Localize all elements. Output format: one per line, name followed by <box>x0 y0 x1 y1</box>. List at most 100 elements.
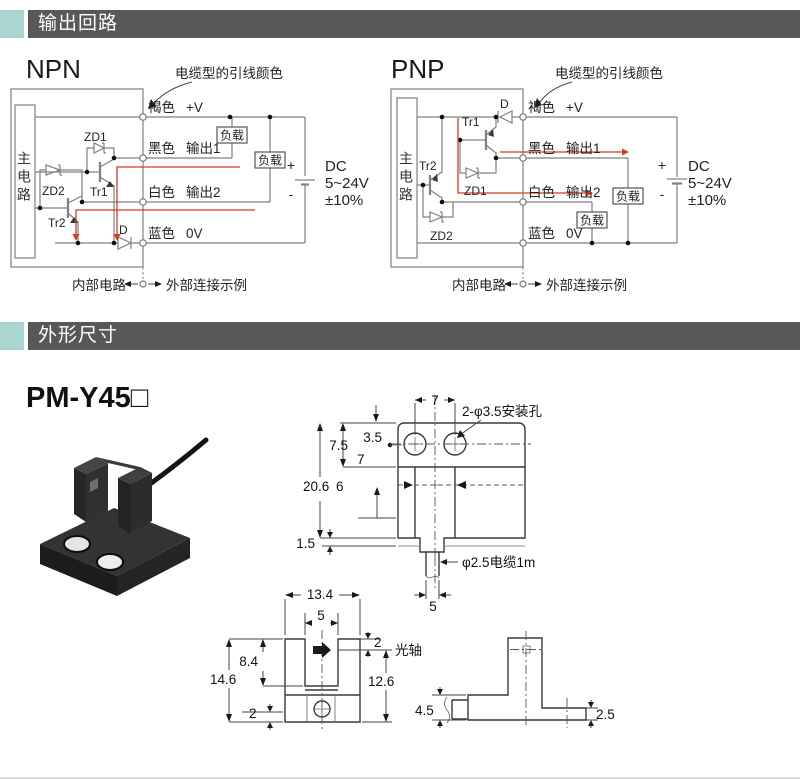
pnp-main-circuit-label: 主电路 <box>398 151 414 205</box>
pnp-terminal-white-signal: 输出2 <box>566 185 601 200</box>
npn-terminal-brown: 褐色 <box>148 99 175 115</box>
npn-current-paths <box>72 166 255 241</box>
npn-terminal-blue-signal: 0V <box>186 226 203 241</box>
light-direction-arrow <box>313 642 331 658</box>
npn-terminal-white: 白色 <box>148 184 175 200</box>
pnp-d-label: D <box>500 97 509 111</box>
photo-base <box>40 508 190 596</box>
npn-internal-label: 内部电路 <box>72 278 126 293</box>
front-holes-note: 2-φ3.5安装孔 <box>462 404 543 419</box>
pnp-supply-tolerance: ±10% <box>688 192 726 209</box>
pnp-load1-label: 负载 <box>616 190 640 204</box>
optical-axis-label: 光轴 <box>395 643 422 658</box>
front-dim-total-height: 20.6 <box>303 479 329 494</box>
pnp-tr1-label: Tr1 <box>462 115 480 129</box>
pnp-wiring <box>390 88 687 279</box>
pnp-terminal-blue-signal: 0V <box>566 226 583 241</box>
side-dim-width: 13.4 <box>307 587 334 602</box>
front-dim-hole-pitch: 7 <box>431 393 439 408</box>
pnp-terminal-brown-signal: +V <box>566 100 583 115</box>
pnp-terminal-brown: 褐色 <box>528 99 555 115</box>
npn-terminal-black-signal: 输出1 <box>186 141 221 156</box>
pnp-circuit-diagram: 负载 负载 电缆型的引线颜色 褐色 +V 黑色 输出1 白色 输出2 蓝色 0V… <box>390 65 732 293</box>
npn-terminal-blue: 蓝色 <box>148 225 175 241</box>
pnp-current-paths <box>457 118 629 197</box>
npn-supply-dc: DC <box>325 158 347 175</box>
pnp-labels: 电缆型的引线颜色 褐色 +V 黑色 输出1 白色 输出2 蓝色 0V D Tr1… <box>419 65 732 293</box>
npn-terminal-brown-signal: +V <box>186 100 203 115</box>
section-accent-square <box>0 10 24 38</box>
pnp-terminal-black: 黑色 <box>528 140 555 156</box>
npn-terminal-black: 黑色 <box>148 140 175 156</box>
pnp-supply-minus: - <box>660 186 665 202</box>
dimension-drawings: 7 2-φ3.5安装孔 3.5 7.5 7 20.6 6 1.5 <box>210 393 615 731</box>
npn-load1-label: 负载 <box>220 129 244 143</box>
side-dim-height: 14.6 <box>210 672 236 687</box>
pnp-load-boxes: 负载 负载 <box>576 187 644 229</box>
profile-dim-cable-side-height: 4.5 <box>415 703 434 718</box>
side-dim-slot-depth: 8.4 <box>239 654 258 669</box>
pnp-supply-dc: DC <box>688 158 710 175</box>
npn-supply-plus: + <box>287 157 295 173</box>
pnp-external-label: 外部连接示例 <box>546 277 627 293</box>
profile-view: 4.5 2.5 <box>415 631 615 728</box>
pnp-terminal-white: 白色 <box>528 184 555 200</box>
npn-cable-note: 电缆型的引线颜色 <box>175 65 283 81</box>
npn-main-circuit-label: 主电路 <box>16 151 32 205</box>
npn-d-label: D <box>119 223 128 237</box>
npn-external-label: 外部连接示例 <box>166 277 247 293</box>
section-bar-output-circuit: 输出回路 <box>0 10 800 38</box>
npn-supply-voltage: 5~24V <box>325 175 369 192</box>
product-photo <box>40 437 209 596</box>
npn-tr1-label: Tr1 <box>90 185 108 199</box>
npn-terminal-circles <box>139 113 147 288</box>
pnp-tr2-label: Tr2 <box>419 159 437 173</box>
npn-terminal-white-signal: 输出2 <box>186 185 221 200</box>
front-dim-base-plate: 1.5 <box>296 536 315 551</box>
front-dim-hole-top: 3.5 <box>363 430 382 445</box>
photo-sensor-fork <box>74 457 152 534</box>
section-title-output-circuit: 输出回路 <box>38 13 119 34</box>
profile-dim-arm-thickness: 2.5 <box>596 707 615 722</box>
npn-labels: 电缆型的引线颜色 褐色 +V 黑色 输出1 白色 输出2 蓝色 0V ZD1 T… <box>42 65 369 293</box>
pnp-zd2-label: ZD2 <box>430 229 453 243</box>
npn-zd1-label: ZD1 <box>84 130 107 144</box>
side-view: 13.4 5 14.6 8.4 2 光轴 12.6 2 <box>210 587 422 731</box>
front-dim-axis-depth: 6 <box>336 479 344 494</box>
section-bar-background: 输出回路 <box>28 10 800 38</box>
pnp-cable-note: 电缆型的引线颜色 <box>555 65 663 81</box>
photo-marking <box>90 478 98 492</box>
npn-supply-tolerance: ±10% <box>325 192 363 209</box>
pnp-supply-voltage: 5~24V <box>688 175 732 192</box>
pnp-junction-dots <box>420 114 631 246</box>
section-accent-square-2 <box>0 322 24 350</box>
npn-load-boxes: 负载 负载 <box>216 126 286 169</box>
pnp-terminal-black-signal: 输出1 <box>566 141 601 156</box>
npn-tr2-label: Tr2 <box>48 216 66 230</box>
section-title-dimensions: 外形尺寸 <box>38 325 119 346</box>
npn-load2-label: 负载 <box>258 154 282 168</box>
side-dim-base-thickness: 2 <box>249 706 257 721</box>
pnp-zd1-label: ZD1 <box>464 184 487 198</box>
npn-junction-dots <box>37 114 273 246</box>
side-dim-slot-width: 5 <box>317 608 325 623</box>
npn-supply-minus: - <box>289 186 294 202</box>
pnp-internal-label: 内部电路 <box>452 278 506 293</box>
npn-title: NPN <box>26 54 81 84</box>
front-dim-hole-to-axis: 7 <box>357 452 365 467</box>
npn-zd2-label: ZD2 <box>42 184 65 198</box>
pnp-load2-label: 负载 <box>580 214 604 228</box>
npn-footer-arrows <box>124 81 193 287</box>
front-dim-cable-boss: 5 <box>429 599 437 614</box>
pnp-title: PNP <box>391 54 445 84</box>
pnp-terminal-circles <box>519 113 527 288</box>
side-dim-axis-to-bottom: 12.6 <box>368 674 394 689</box>
front-view: 7 2-φ3.5安装孔 3.5 7.5 7 20.6 6 1.5 <box>296 393 542 614</box>
front-cable-note: φ2.5电缆1m <box>462 555 535 570</box>
pnp-footer-arrows <box>504 81 573 287</box>
npn-circuit-diagram: 负载 负载 电缆型的引线颜色 褐色 +V 黑色 输出1 白色 输出2 蓝色 0V… <box>10 65 369 293</box>
front-dim-flange-height: 7.5 <box>329 438 348 453</box>
pnp-supply-plus: + <box>658 157 666 173</box>
model-name: PM-Y45□ <box>26 382 149 414</box>
